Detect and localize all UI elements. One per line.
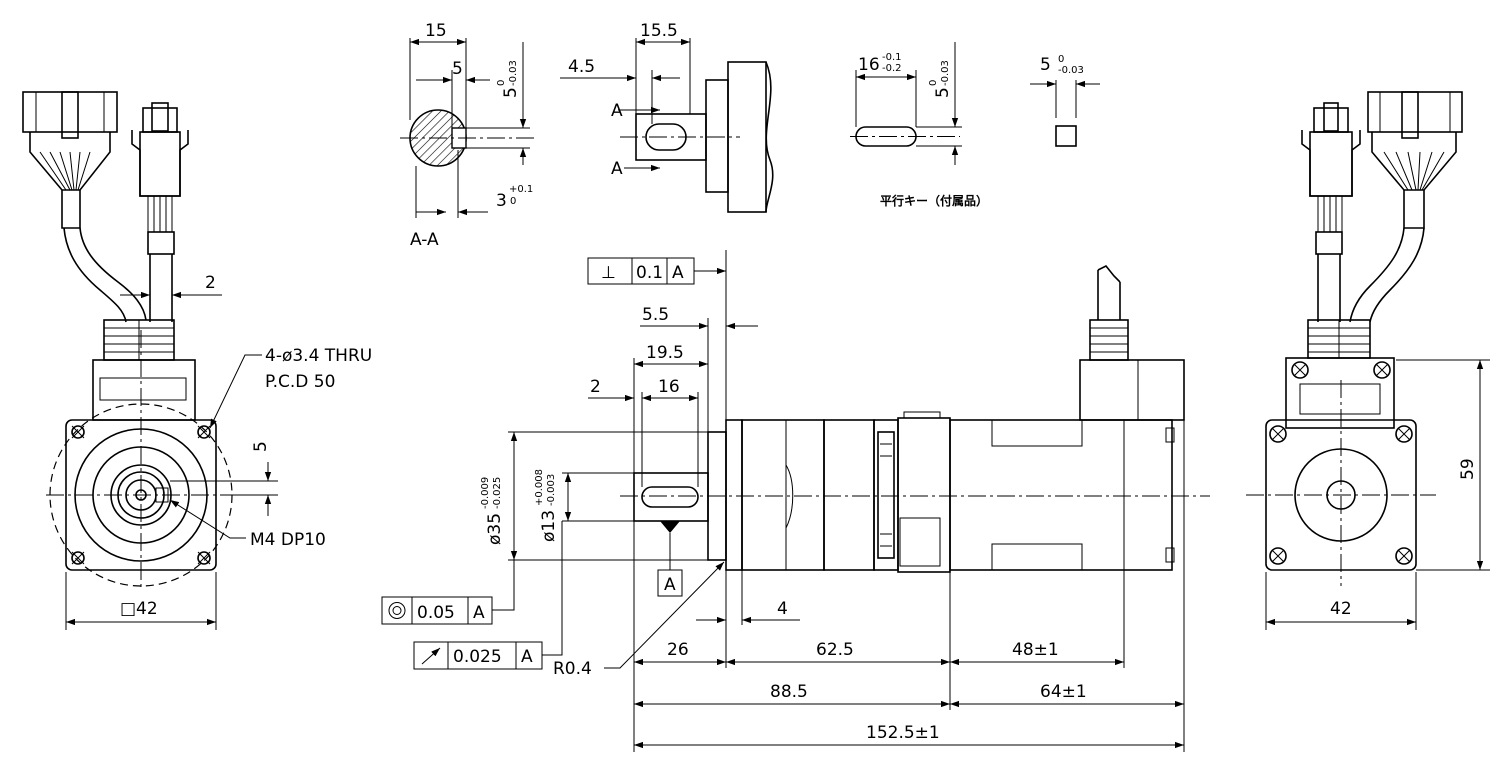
dim-pilot-upper: -0.009: [480, 477, 491, 509]
key-length-lower: -0.2: [882, 63, 902, 74]
rear-encoder: [1285, 357, 1395, 429]
key-width-lower: -0.03: [1058, 65, 1084, 76]
key-dim-height: 5: [933, 87, 953, 98]
fcf-perp-symbol: ⊥: [601, 263, 616, 283]
side-encoder: [1079, 359, 1185, 421]
dim-front-total: 88.5: [770, 682, 808, 702]
front-flange: [46, 330, 236, 590]
keyway-dim-length: 15.5: [640, 21, 678, 41]
dim-pilot-len: 4: [777, 599, 788, 619]
front-tap-callout: M4 DP10: [169, 499, 326, 550]
radius-note: R0.4: [553, 659, 592, 679]
fcf-concentricity: 0.05 A: [381, 560, 515, 625]
dim-motor-len: 48±1: [1012, 640, 1059, 660]
rear-connector-small: [1301, 102, 1361, 322]
side-dim-pilot-len: 4: [696, 570, 800, 625]
dim-shaft: ø13: [539, 510, 559, 542]
key-dim-width: 5: [1040, 55, 1051, 75]
dim-rear-height: 59: [1458, 458, 1478, 480]
section-depth-lower: 0: [510, 196, 516, 207]
dim-overall: 152.5±1: [866, 723, 940, 743]
dim-shaft-upper: +0.008: [534, 469, 545, 506]
front-cable-relief: [103, 319, 175, 361]
front-hole-callout: 4-ø3.4 THRU P.C.D 50: [209, 346, 372, 429]
front-dim-shaft-offset: 5: [170, 441, 278, 516]
fcf-perpendicularity: ⊥ 0.1 A: [587, 250, 727, 420]
side-dim-flange: 5.5: [640, 305, 758, 432]
keyway-cut-top: A: [611, 101, 623, 121]
dim-pilot-lower: -0.025: [492, 477, 503, 509]
section-dim-width: 15: [425, 21, 447, 41]
section-depth-upper: +0.1: [509, 184, 533, 195]
fcf-perp-value: 0.1: [636, 263, 663, 283]
front-mounting-holes: [71, 425, 211, 565]
key-height-lower: -0.03: [940, 60, 951, 86]
dim-gear-len: 62.5: [816, 640, 854, 660]
fcf-runout: 0.025 A: [413, 521, 563, 670]
dim-key-pos: 19.5: [646, 343, 684, 363]
key-dim-length: 16: [858, 55, 880, 75]
rear-connector-large: [1349, 91, 1463, 323]
side-dim-key: 2 16: [588, 377, 699, 487]
section-key-tol: 5: [501, 87, 521, 98]
dim-pilot: ø35: [485, 513, 505, 545]
parallel-key: 16 -0.1 -0.2 5 0 -0.03 5 0 -0.03 平行キー（付属…: [850, 42, 1100, 208]
front-dim-square: □42: [65, 572, 217, 630]
dim-flange-thk: 5.5: [642, 305, 669, 325]
fcf-conc-value: 0.05: [417, 603, 455, 623]
dim-key-len: 16: [658, 377, 680, 397]
dim-shaft-len: 26: [667, 640, 689, 660]
keyway-view: 15.5 4.5 A A: [560, 21, 774, 213]
fcf-runout-value: 0.025: [453, 647, 502, 667]
key-length-upper: -0.1: [882, 52, 902, 63]
rear-dim-width: 42: [1265, 572, 1417, 630]
section-dim-key: 5: [452, 59, 463, 79]
dim-shaft-offset: 5: [251, 441, 271, 452]
fcf-runout-datum: A: [521, 647, 533, 667]
front-connector-left: [22, 91, 147, 323]
section-view: 15 5 5 0 -0.03 3 +0.1 0 A-A: [400, 21, 535, 250]
side-bottom-dims: 26 62.5 48±1 88.5 64±1 152.5±1: [633, 420, 1185, 752]
keyway-dim-offset: 4.5: [568, 57, 595, 77]
front-dim-cable: 2: [120, 273, 222, 299]
dim-square: □42: [120, 599, 158, 619]
side-shaft: [633, 472, 709, 522]
section-label: A-A: [410, 230, 439, 250]
key-height-upper: 0: [928, 80, 939, 86]
front-connector-right: [131, 102, 189, 322]
rear-screws: [1269, 361, 1413, 565]
dim-cable-offset: 2: [205, 273, 216, 293]
radius-callout: R0.4: [553, 561, 725, 679]
section-dim-depth: 3: [496, 191, 507, 211]
side-dim-diameters: ø35 -0.009 -0.025 ø13 +0.008 -0.003: [480, 431, 708, 561]
side-motor-body: [949, 419, 1173, 571]
parallel-key-caption: 平行キー（付属品）: [880, 193, 988, 208]
front-encoder-box: [92, 359, 196, 421]
dim-shaft-lower: -0.003: [546, 474, 557, 506]
datum-a: A: [657, 521, 683, 597]
fcf-conc-datum: A: [473, 603, 485, 623]
datum-label: A: [664, 575, 676, 595]
keyway-cut-bottom: A: [611, 159, 623, 179]
rear-dim-height: 59: [1396, 359, 1490, 571]
side-gearhead: [741, 419, 825, 571]
fcf-perp-datum: A: [672, 263, 684, 283]
front-view: 2 4-ø3.4 THRU P.C.D 50 5 M4 DP10 □42: [22, 91, 372, 630]
dim-key-start: 2: [590, 377, 601, 397]
hole-note: 4-ø3.4 THRU: [265, 346, 372, 366]
key-width-upper: 0: [1058, 54, 1064, 65]
dim-rear-width: 42: [1330, 599, 1352, 619]
tap-note: M4 DP10: [250, 530, 326, 550]
dim-rear-total: 64±1: [1040, 682, 1087, 702]
side-dim-key-pos: 19.5: [633, 343, 708, 473]
side-view: ⊥ 0.1 A 5.5 19.5 2 16: [381, 250, 1210, 752]
pcd-note: P.C.D 50: [265, 372, 335, 392]
section-key-tol-upper: 0: [496, 80, 507, 86]
rear-view: 59 42: [1246, 91, 1490, 630]
section-key-tol-lower: -0.03: [508, 60, 519, 86]
